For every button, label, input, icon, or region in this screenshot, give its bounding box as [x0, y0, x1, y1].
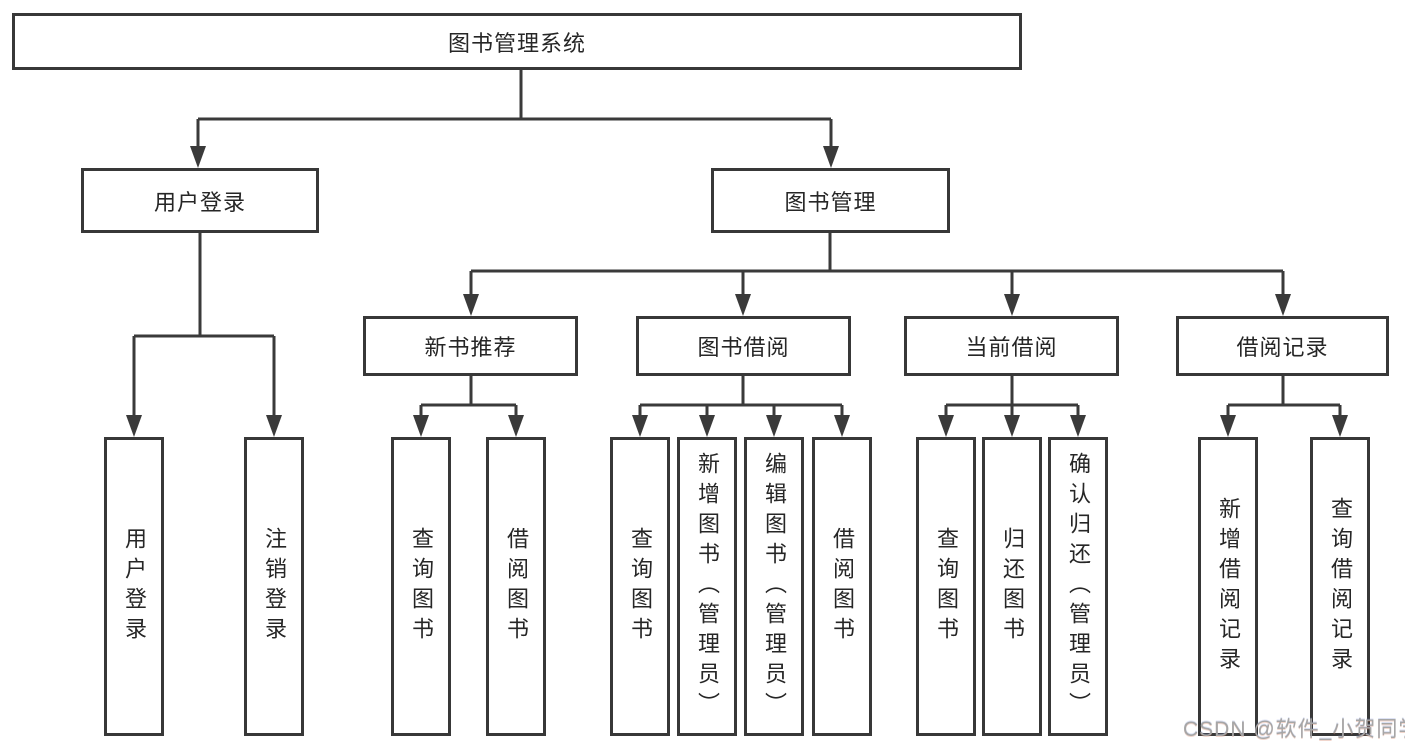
arrowhead — [735, 294, 751, 316]
leaf-return-books-label: 归还图书 — [1000, 526, 1025, 647]
arrowhead — [766, 415, 782, 437]
leaf-borrow-books-2: 借阅图书 — [812, 437, 872, 736]
leaf-add-borrow-record: 新增借阅记录 — [1198, 437, 1258, 736]
connector-user-login-to-leaves — [132, 233, 276, 417]
leaf-add-books-admin-label: 新增图书（管理员） — [695, 451, 720, 722]
leaf-query-books-1: 查询图书 — [391, 437, 451, 736]
connector-current-borrow-to-leaves — [944, 376, 1080, 417]
connector-root-to-level2 — [196, 70, 833, 150]
arrowhead — [938, 415, 954, 437]
arrowhead — [699, 415, 715, 437]
csdn-watermark: CSDN @软件_小贺同学 — [1183, 718, 1405, 741]
leaf-query-books-1-label: 查询图书 — [409, 526, 434, 647]
leaf-user-login: 用户登录 — [104, 437, 164, 736]
arrowhead — [508, 415, 524, 437]
node-current-borrow: 当前借阅 — [904, 316, 1119, 376]
node-borrow-records-label: 借阅记录 — [1236, 335, 1329, 360]
leaf-confirm-return-admin-label: 确认归还（管理员） — [1066, 451, 1091, 722]
node-new-book-rec-label: 新书推荐 — [424, 335, 517, 360]
leaf-edit-books-admin-label: 编辑图书（管理员） — [762, 451, 787, 722]
arrowhead — [823, 146, 839, 168]
arrowhead — [266, 415, 282, 437]
node-borrow-records: 借阅记录 — [1176, 316, 1389, 376]
arrowhead — [1004, 294, 1020, 316]
arrowhead — [413, 415, 429, 437]
leaf-user-login-label: 用户登录 — [122, 526, 147, 647]
leaf-return-books: 归还图书 — [982, 437, 1042, 736]
node-user-login: 用户登录 — [81, 168, 319, 233]
leaf-query-books-2: 查询图书 — [610, 437, 670, 736]
arrowhead — [1004, 415, 1020, 437]
leaf-query-books-2-label: 查询图书 — [628, 526, 653, 647]
leaf-add-books-admin: 新增图书（管理员） — [677, 437, 737, 736]
connector-book-borrow-to-leaves — [638, 376, 844, 417]
arrowhead — [1070, 415, 1086, 437]
node-user-login-label: 用户登录 — [153, 189, 246, 215]
node-root-label: 图书管理系统 — [447, 30, 586, 56]
leaf-add-borrow-record-label: 新增借阅记录 — [1216, 496, 1241, 677]
arrowhead — [1275, 294, 1291, 316]
connector-new-book-rec-to-leaves — [419, 376, 518, 417]
leaf-edit-books-admin: 编辑图书（管理员） — [744, 437, 804, 736]
connector-borrow-records-to-leaves — [1226, 376, 1342, 417]
leaf-borrow-books-2-label: 借阅图书 — [830, 526, 855, 647]
leaf-query-books-3: 查询图书 — [916, 437, 976, 736]
node-book-mgmt: 图书管理 — [711, 168, 950, 233]
arrowhead — [126, 415, 142, 437]
arrowhead — [834, 415, 850, 437]
leaf-borrow-books-1-label: 借阅图书 — [504, 526, 529, 647]
leaf-borrow-books-1: 借阅图书 — [486, 437, 546, 736]
arrowhead — [632, 415, 648, 437]
arrowhead — [1220, 415, 1236, 437]
leaf-query-borrow-record: 查询借阅记录 — [1310, 437, 1370, 736]
leaf-logout: 注销登录 — [244, 437, 304, 736]
node-root: 图书管理系统 — [12, 13, 1022, 70]
leaf-query-borrow-record-label: 查询借阅记录 — [1328, 496, 1353, 677]
leaf-query-books-3-label: 查询图书 — [934, 526, 959, 647]
node-new-book-rec: 新书推荐 — [363, 316, 578, 376]
arrowhead — [463, 294, 479, 316]
node-book-mgmt-label: 图书管理 — [784, 189, 877, 215]
leaf-logout-label: 注销登录 — [262, 526, 287, 647]
arrowhead — [1332, 415, 1348, 437]
arrowhead — [190, 146, 206, 168]
connector-book-mgmt-to-level3 — [469, 233, 1285, 296]
node-current-borrow-label: 当前借阅 — [965, 335, 1058, 360]
node-book-borrow: 图书借阅 — [636, 316, 851, 376]
node-book-borrow-label: 图书借阅 — [697, 335, 790, 360]
leaf-confirm-return-admin: 确认归还（管理员） — [1048, 437, 1108, 736]
